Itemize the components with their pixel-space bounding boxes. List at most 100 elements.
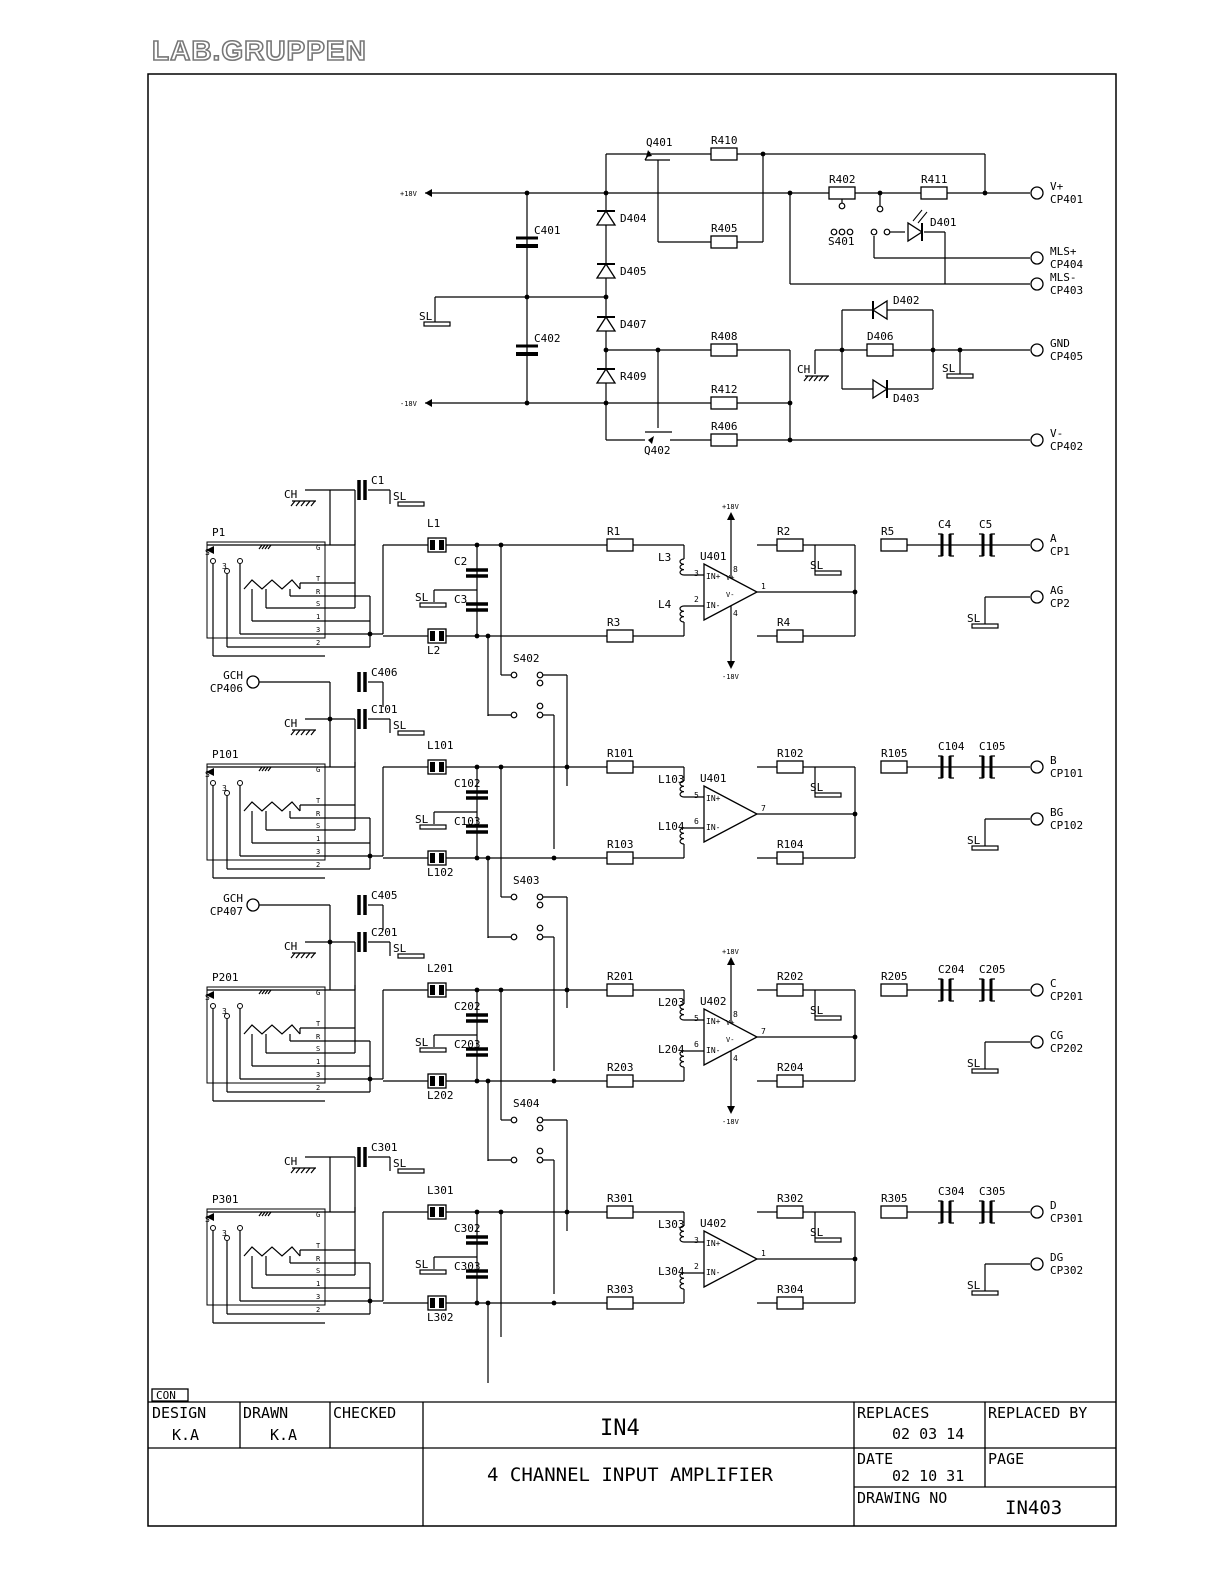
capacitor-label: C402 [534,332,561,345]
wire [264,1211,269,1217]
connector-outline [206,763,326,861]
wire [261,766,266,772]
rail-neg-label: -18V [722,673,740,681]
resistor-label: R4 [777,616,791,629]
connector-pin: 3 [222,784,227,793]
rail-arrow [727,512,735,520]
ground-bar [814,1015,842,1021]
resistor-label: R205 [881,970,908,983]
wire [305,729,311,736]
ferrite-core [439,762,444,772]
replaced-by-label: REPLACED BY [988,1404,1087,1422]
opamp-pin-label: IN+ [706,1239,721,1248]
resistor-body [880,538,908,552]
capacitor-C303: C303 [454,1260,488,1279]
junction-dot [474,1300,480,1306]
connector-pin: S [316,1045,320,1053]
connector-pin: S [316,600,320,608]
connector-pin: 3 [316,626,320,634]
capacitor-label: C5 [979,518,992,531]
ground-bar [419,1269,447,1275]
ground-bar [814,792,842,798]
diode-label: D401 [930,216,957,229]
ground-bar [814,1237,842,1243]
drawing-no-label: DRAWING NO [857,1489,947,1507]
resistor-R203: R203 [606,1061,634,1088]
connector-terminal [1030,1257,1044,1271]
diode-label: D405 [620,265,647,278]
resistor-label: R101 [607,747,634,760]
resistor-label: R305 [881,1192,908,1205]
wire [813,375,819,382]
junction-dot [603,190,609,196]
inductor-L103: L103 [658,773,685,798]
opamp-pin: 6 [694,1040,699,1049]
switch-contact [510,893,518,901]
channel-C: P201S3GTRS132CHC201SLGCHCP407C405L201L20… [205,889,1083,1294]
port-name: BG [1050,806,1063,819]
drawing-code: IN4 [600,1416,640,1441]
rail-pos-label: +18V [400,190,418,198]
wire [290,729,296,736]
signal-ground: SL [810,1004,842,1021]
wire [264,989,269,995]
ground-bar [397,501,425,507]
switch-contact [838,228,846,236]
rail-arrow [727,1106,735,1114]
inductor-coil [679,1225,685,1243]
wire [305,952,311,959]
opamp-pin-label: V- [726,591,734,599]
junction-dot [474,1209,480,1215]
ground-label: SL [967,834,981,847]
resistor-label: R405 [711,222,738,235]
connector-pin: 3 [222,1007,227,1016]
junction-dot [564,764,570,770]
junction-dot [474,764,480,770]
opamp-pin: 7 [761,1027,766,1036]
opamp-pin-label: IN+ [706,794,721,803]
switch-contact [846,228,854,236]
junction-dot [787,437,793,443]
resistor-R411: R411 [920,173,948,200]
ferrite-core [439,1076,444,1086]
wire [267,989,272,995]
connector-label: P1 [212,526,225,539]
resistor-R201: R201 [606,970,634,997]
port-name: GND [1050,337,1070,350]
ground-label: SL [810,559,824,572]
opamp-pin: 5 [694,1014,699,1023]
connector-pin: 2 [316,639,320,647]
wire [290,952,296,959]
junction-dot [367,1076,373,1082]
junction-dot [787,400,793,406]
connector-pin: T [316,575,321,583]
diode-label: D404 [620,212,647,225]
ferrite-core [439,1207,444,1217]
port-name: MLS- [1050,271,1077,284]
opamp-pin-label: IN- [706,1046,720,1055]
opamp-pin-label: IN- [706,1268,720,1277]
connector-terminal [1030,590,1044,604]
resistor-R104: R104 [776,838,804,865]
port-name: A [1050,532,1057,545]
pin-contact [210,780,216,786]
ground-bar [397,1168,425,1174]
switch-contact [883,228,891,236]
wire [823,375,829,382]
con-label: CON [156,1389,176,1402]
port-name: C [1050,977,1057,990]
wire [300,952,306,959]
title-block [148,1388,1116,1526]
ferrite-L1 [427,537,447,553]
wire [310,500,316,507]
wire [295,729,301,736]
replaces-value: 02 03 14 [892,1425,964,1443]
resistor-R405: R405 [710,222,738,249]
switch-contact [838,202,846,210]
capacitor-C202: C202 [454,1000,488,1023]
connector-terminal [1030,1205,1044,1219]
